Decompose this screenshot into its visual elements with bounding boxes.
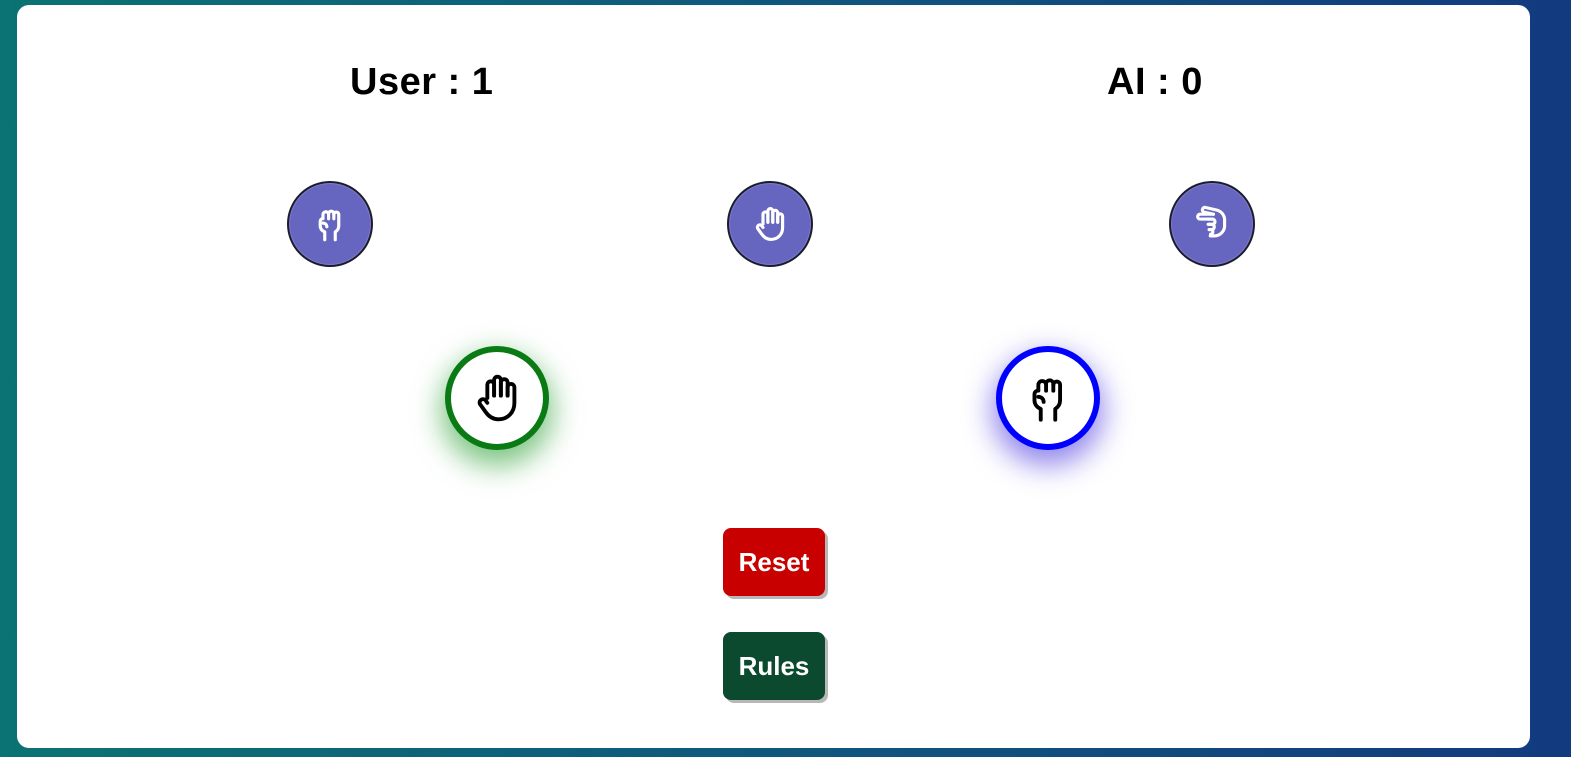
user-score: User : 1: [350, 61, 494, 103]
rock-fist-icon: [318, 209, 341, 242]
paper-hand-icon: [755, 207, 785, 241]
paper-choice-button[interactable]: [727, 181, 813, 267]
scissors-choice-button[interactable]: [1169, 181, 1255, 267]
user-pick-display: [445, 346, 549, 450]
rock-fist-icon: [1032, 378, 1063, 422]
reset-button[interactable]: Reset: [723, 528, 825, 596]
scissors-hand-icon: [1196, 205, 1227, 238]
rules-button[interactable]: Rules: [723, 632, 825, 700]
rock-choice-button[interactable]: [287, 181, 373, 267]
paper-hand-icon: [477, 374, 517, 422]
game-card: User : 1 AI : 0: [17, 5, 1530, 748]
ai-pick-display: [996, 346, 1100, 450]
ai-score: AI : 0: [1107, 61, 1203, 103]
